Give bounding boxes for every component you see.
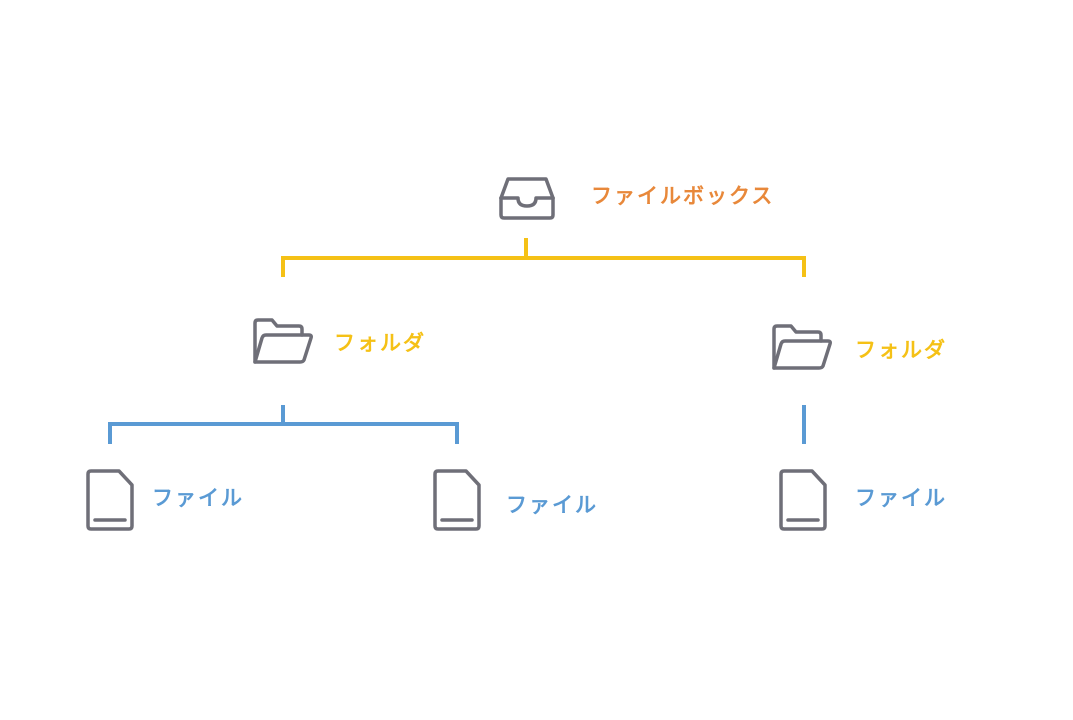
root-to-folders-connector (281, 238, 806, 277)
folder-label: フォルダ (855, 338, 947, 362)
file-icon (86, 469, 134, 531)
root-label: ファイルボックス (591, 184, 775, 208)
inbox-tray-icon (499, 176, 555, 220)
file-icon (779, 469, 827, 531)
open-folder-icon (252, 318, 314, 366)
file-label: ファイル (152, 486, 244, 510)
folder-label: フォルダ (334, 331, 426, 355)
open-folder-icon (771, 324, 833, 372)
file-label: ファイル (506, 493, 598, 517)
file-label: ファイル (855, 486, 947, 510)
file-icon (433, 469, 481, 531)
folder-left-to-files-connector (108, 405, 459, 444)
